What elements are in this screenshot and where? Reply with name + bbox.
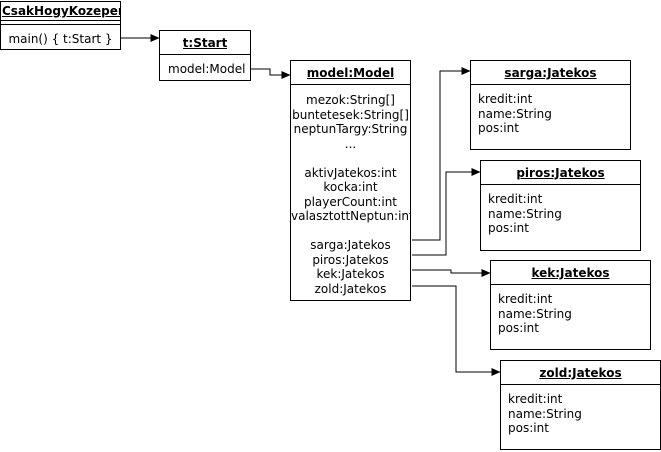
kek-title-row: kek:Jatekos [491, 261, 650, 285]
sarga-attr-kredit: kredit:int [478, 92, 533, 106]
model-attr-buntetesek: buntetesek:String[] [292, 107, 409, 122]
model-attr-spacer-2 [291, 224, 410, 239]
sarga-title-row: sarga:Jatekos [471, 61, 630, 85]
model-attr-zold: zold:Jatekos [314, 281, 387, 296]
model-title-row: model:Model [291, 61, 410, 85]
start-box[interactable]: t:Start model:Model [159, 30, 251, 81]
start-title-row: t:Start [160, 31, 250, 55]
csakhogykozeper-divider [1, 21, 120, 25]
sarga-title: sarga:Jatekos [504, 65, 597, 80]
csakhogykozeper-title-row: CsakHogyKozeper [1, 2, 120, 21]
kek-attr-list: kredit:int name:String pos:int [491, 292, 650, 336]
piros-attr-kredit: kredit:int [488, 192, 543, 206]
model-attr-piros: piros:Jatekos [312, 252, 389, 267]
model-box[interactable]: model:Model mezok:String[] buntetesek:St… [290, 60, 411, 301]
model-attr-aktivjatekos: aktivJatekos:int [304, 165, 397, 180]
model-attr-list: mezok:String[] buntetesek:String[] neptu… [291, 93, 410, 296]
zold-title-row: zold:Jatekos [501, 361, 660, 385]
piros-attr-name: name:String [488, 206, 562, 221]
zold-attr-name: name:String [508, 406, 582, 421]
start-attr: model:Model [168, 62, 246, 76]
piros-title: piros:Jatekos [516, 165, 605, 180]
edge-model-to-piros [412, 168, 481, 256]
model-attr-kek: kek:Jatekos [316, 267, 385, 281]
csakhogykozeper-title: CsakHogyKozeper [2, 4, 120, 18]
model-attr-mezok: mezok:String[] [306, 93, 395, 107]
kek-attr-kredit: kredit:int [498, 292, 553, 306]
edge-start-to-model [251, 68, 291, 79]
edge-model-to-sarga [412, 67, 471, 241]
model-attr-playercount: playerCount:int [303, 194, 398, 209]
kek-title: kek:Jatekos [531, 265, 610, 280]
model-attr-spacer-1 [291, 151, 410, 166]
edge-model-to-zold [412, 285, 501, 376]
start-title: t:Start [182, 35, 228, 50]
model-title: model:Model [306, 65, 395, 80]
zold-attr-list: kredit:int name:String pos:int [501, 392, 660, 436]
zold-attr-kredit: kredit:int [508, 392, 563, 406]
piros-attr-list: kredit:int name:String pos:int [481, 192, 640, 236]
sarga-attr-pos: pos:int [478, 121, 519, 135]
csakhogykozeper-method: main() { t:Start } [8, 32, 113, 46]
piros-box[interactable]: piros:Jatekos kredit:int name:String pos… [480, 160, 641, 251]
model-attr-sarga: sarga:Jatekos [310, 238, 391, 252]
piros-attr-pos: pos:int [488, 221, 529, 235]
sarga-attr-list: kredit:int name:String pos:int [471, 92, 630, 136]
sarga-attr-name: name:String [478, 106, 552, 121]
model-attr-valasztottneptun: valasztottNeptun:int [291, 209, 411, 223]
edge-model-to-kek [412, 269, 491, 277]
model-attr-neptuntargy: neptunTargy:String [293, 122, 408, 136]
kek-attr-name: name:String [498, 306, 572, 321]
kek-attr-pos: pos:int [498, 321, 539, 335]
model-attr-kocka: kocka:int [323, 180, 378, 194]
sarga-box[interactable]: sarga:Jatekos kredit:int name:String pos… [470, 60, 631, 150]
zold-box[interactable]: zold:Jatekos kredit:int name:String pos:… [500, 360, 661, 450]
piros-title-row: piros:Jatekos [481, 161, 640, 185]
zold-title: zold:Jatekos [539, 365, 622, 380]
model-attr-ellipsis: ... [344, 136, 357, 151]
zold-attr-pos: pos:int [508, 421, 549, 435]
kek-box[interactable]: kek:Jatekos kredit:int name:String pos:i… [490, 260, 651, 350]
csakhogykozeper-box[interactable]: CsakHogyKozeper main() { t:Start } [0, 1, 121, 50]
